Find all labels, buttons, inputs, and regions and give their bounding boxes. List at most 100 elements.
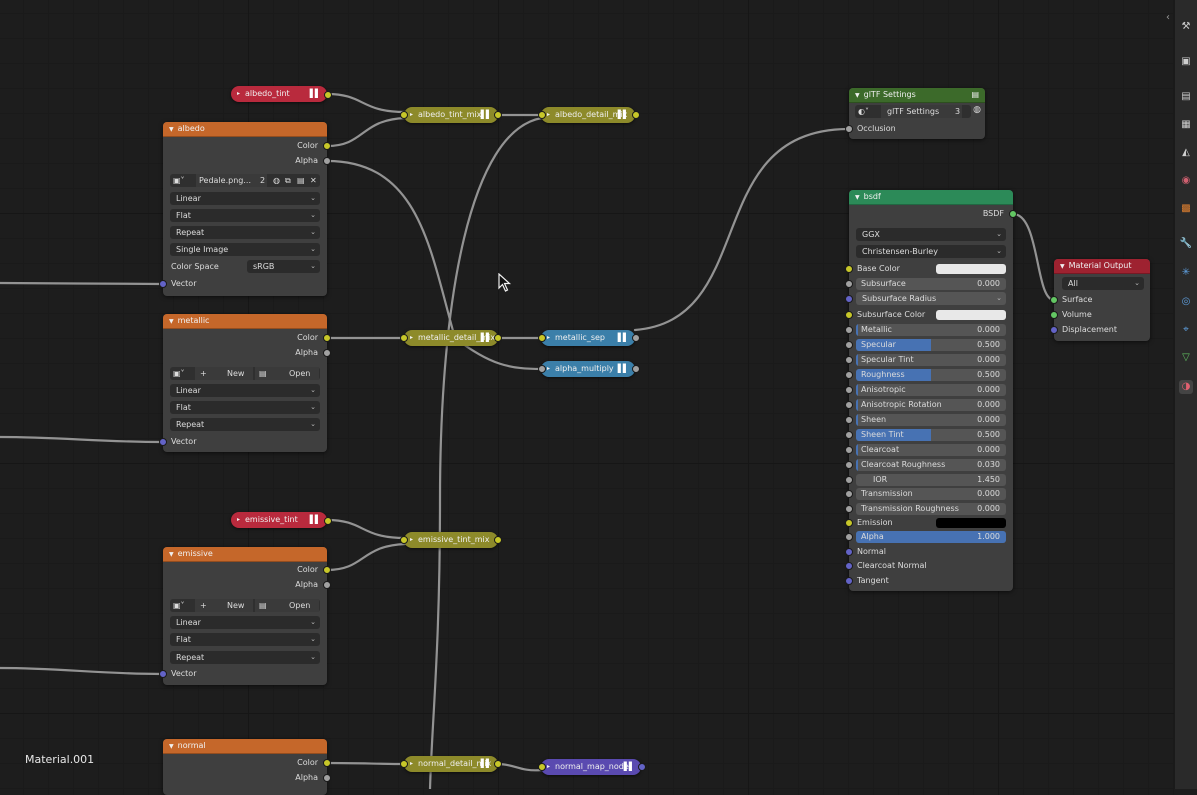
socket-displacement[interactable] (1050, 326, 1058, 334)
node-emissive-tint-mix[interactable]: ▸emissive_tint_mix (404, 532, 498, 548)
socket-output[interactable] (632, 111, 640, 119)
node-emissive-texture[interactable]: ▼emissive Color Alpha ▣˅ + New ▤ Open Li… (163, 547, 327, 685)
socket-bsdf-input[interactable] (845, 311, 853, 319)
interpolation-dropdown[interactable]: Linear⌄ (170, 384, 320, 397)
scene-icon[interactable]: ◭ (1182, 147, 1190, 158)
emission-color-swatch[interactable] (936, 518, 1006, 528)
socket-volume[interactable] (1050, 311, 1058, 319)
socket-bsdf-input[interactable] (845, 533, 853, 541)
projection-dropdown[interactable]: Flat⌄ (170, 401, 320, 414)
interpolation-dropdown[interactable]: Linear⌄ (170, 192, 320, 205)
socket-input[interactable] (538, 365, 546, 373)
image-selector[interactable]: ▣˅ + New ▤ Open (170, 599, 320, 612)
node-header[interactable]: ▼glTF Settings▤ (849, 88, 985, 103)
node-header[interactable]: ▼metallic (163, 314, 327, 329)
collapse-arrow-icon[interactable]: ▼ (1060, 263, 1065, 270)
extension-dropdown[interactable]: Repeat⌄ (170, 226, 320, 239)
socket-bsdf-input[interactable] (845, 265, 853, 273)
socket-output[interactable] (632, 334, 640, 342)
socket-bsdf-input[interactable] (845, 577, 853, 585)
collapse-arrow-icon[interactable]: ▸ (547, 365, 551, 372)
new-image-button[interactable]: + New (195, 599, 253, 612)
collapse-arrow-icon[interactable]: ▸ (547, 763, 551, 770)
image-selector[interactable]: ▣˅ Pedale.png... 2 ◍ ⧉ ▤ ✕ (170, 174, 320, 187)
socket-metallic-color[interactable] (323, 334, 331, 342)
socket-input[interactable] (400, 111, 408, 119)
socket-metallic-alpha[interactable] (323, 349, 331, 357)
socket-input[interactable] (538, 111, 546, 119)
interpolation-dropdown[interactable]: Linear⌄ (170, 616, 320, 629)
socket-emissive-alpha[interactable] (323, 581, 331, 589)
socket-input[interactable] (400, 334, 408, 342)
open-image-button[interactable]: ▤ Open (255, 599, 319, 612)
open-image-button[interactable]: ▤ Open (255, 367, 319, 380)
socket-bsdf-output[interactable] (1009, 210, 1017, 218)
node-header[interactable]: ▼bsdf (849, 190, 1013, 205)
socket-albedo-color[interactable] (323, 142, 331, 150)
socket-output[interactable] (494, 536, 502, 544)
node-albedo-detail-mix[interactable]: ▸albedo_detail_mix▌▌ (541, 107, 635, 123)
node-metallic-detail-mix[interactable]: ▸metallic_detail_mix▌▌ (404, 330, 498, 346)
fake-user-icon[interactable]: ◍ (273, 176, 280, 185)
socket-albedo-vector[interactable] (159, 280, 167, 288)
new-image-button[interactable]: + New (195, 367, 253, 380)
constraints-icon[interactable]: ⌖ (1183, 324, 1189, 335)
render-icon[interactable]: ▣ (1181, 56, 1191, 67)
socket-output[interactable] (494, 760, 502, 768)
node-principled-bsdf[interactable]: ▼bsdf BSDF GGX⌄ Christensen-Burley⌄ Base… (849, 190, 1013, 591)
socket-bsdf-input[interactable] (845, 490, 853, 498)
group-selector[interactable]: ◐˅ glTF Settings 3 (855, 105, 971, 118)
collapse-arrow-icon[interactable]: ▼ (169, 126, 174, 133)
subsurface-color-swatch[interactable] (936, 310, 1006, 320)
collapse-arrow-icon[interactable]: ▸ (237, 90, 241, 97)
image-name[interactable]: Pedale.png... (196, 174, 259, 187)
node-albedo-tint-mix[interactable]: ▸albedo_tint_mix▌▌ (404, 107, 498, 123)
socket-bsdf-input[interactable] (845, 416, 853, 424)
target-dropdown[interactable]: All⌄ (1062, 277, 1144, 290)
distribution-dropdown[interactable]: GGX⌄ (856, 228, 1006, 241)
tool-icon[interactable]: ⚒ (1181, 21, 1191, 32)
open-folder-icon[interactable]: ▤ (297, 176, 305, 185)
socket-bsdf-input[interactable] (845, 326, 853, 334)
socket-input[interactable] (400, 760, 408, 768)
node-normal-map[interactable]: ▸normal_map_node▌▌ (541, 759, 641, 775)
socket-output[interactable] (324, 517, 332, 525)
reroute-albedo-tint[interactable]: ▸albedo_tint▌▌ (231, 86, 327, 102)
modifier-icon[interactable]: 🔧 (1179, 238, 1193, 249)
collapse-arrow-icon[interactable]: ▼ (855, 92, 860, 99)
node-normal-texture[interactable]: ▼normal Color Alpha (163, 739, 327, 795)
collapse-arrow-icon[interactable]: ▼ (855, 194, 860, 201)
socket-bsdf-input[interactable] (845, 431, 853, 439)
socket-bsdf-input[interactable] (845, 562, 853, 570)
socket-bsdf-input[interactable] (845, 519, 853, 527)
socket-bsdf-input[interactable] (845, 295, 853, 303)
node-header[interactable]: ▼normal (163, 739, 327, 754)
projection-dropdown[interactable]: Flat⌄ (170, 209, 320, 222)
node-gltf-settings[interactable]: ▼glTF Settings▤ ◐˅ glTF Settings 3 ◍ Occ… (849, 88, 985, 139)
node-header[interactable]: ▼emissive (163, 547, 327, 562)
socket-input[interactable] (400, 536, 408, 544)
socket-normal-color[interactable] (323, 759, 331, 767)
socket-normal-alpha[interactable] (323, 774, 331, 782)
socket-bsdf-input[interactable] (845, 548, 853, 556)
color-space-dropdown[interactable]: sRGB⌄ (247, 260, 320, 273)
collapse-arrow-icon[interactable]: ▸ (410, 536, 414, 543)
duplicate-icon[interactable]: ⧉ (285, 176, 291, 185)
collapse-arrow-icon[interactable]: ▸ (410, 111, 414, 118)
socket-bsdf-input[interactable] (845, 446, 853, 454)
collapse-arrow-icon[interactable]: ▸ (237, 516, 241, 523)
collapse-arrow-icon[interactable]: ▸ (410, 334, 414, 341)
socket-input[interactable] (538, 334, 546, 342)
image-selector[interactable]: ▣˅ + New ▤ Open (170, 367, 320, 380)
collapse-sidebar-icon[interactable]: ‹ (1166, 12, 1170, 23)
socket-bsdf-input[interactable] (845, 371, 853, 379)
